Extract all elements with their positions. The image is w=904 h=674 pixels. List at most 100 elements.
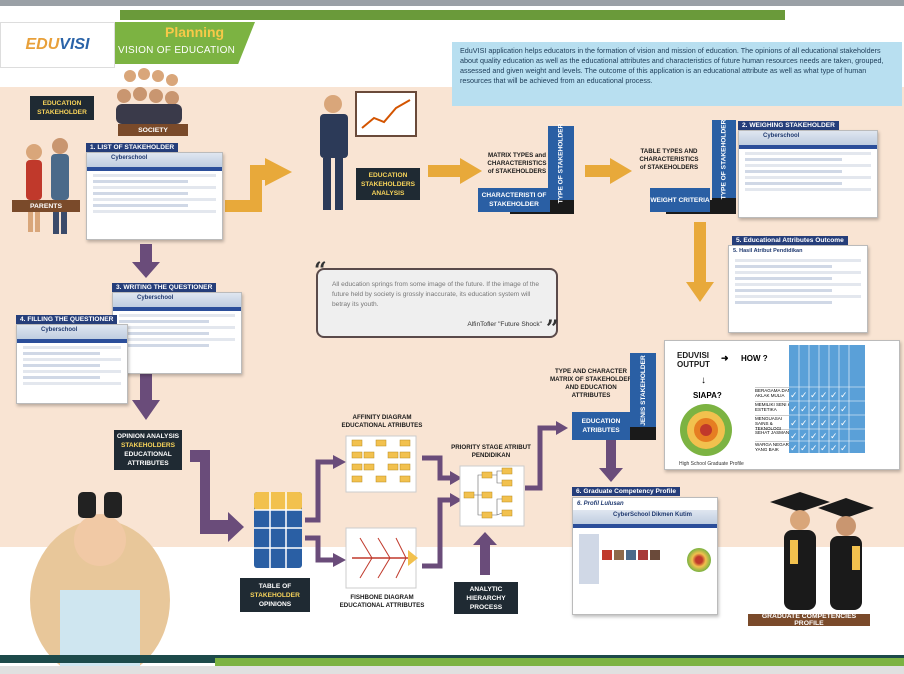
svg-text:✓: ✓ xyxy=(830,391,838,401)
svg-text:✓: ✓ xyxy=(810,405,818,415)
rubric-grid: ✓✓✓✓✓✓ ✓✓✓✓✓✓ ✓✓✓✓✓✓ ✓✓✓✓✓ ✓✓✓✓✓✓ xyxy=(789,345,865,454)
writing-questioner-screenshot: Cyberschool xyxy=(112,292,242,374)
society-label: SOCIETY xyxy=(118,124,188,136)
arrow-orange-down xyxy=(686,222,714,302)
svg-text:✓: ✓ xyxy=(800,405,808,415)
step2-label: 2. WEIGHING STAKEHOLDER xyxy=(738,121,839,130)
eduvisi-output-panel: EDUVISI OUTPUT ➜ HOW ? ↓ SIAPA? BERAGAMA… xyxy=(664,340,900,470)
ahp-label: ANALYTIC HIERARCHY PROCESS xyxy=(454,582,518,614)
society-people-graphic xyxy=(116,68,182,124)
weight-criteria-label: WEIGHT CRITERIA xyxy=(650,188,710,212)
parents-label: PARENTS xyxy=(12,200,80,212)
graduate-profile-screenshot: 6. Profil Lulusan CyberSchool Dikmen Kut… xyxy=(572,497,718,615)
svg-text:✓: ✓ xyxy=(830,444,838,454)
competency-wheel xyxy=(680,404,732,456)
arrow-purple-1 xyxy=(132,244,160,278)
type-stakeholder-vertical-2: TYPE OF STAKEHOLDER xyxy=(712,119,736,199)
graduate-profile-label: GRADUATE COMPETENCIES PROFILE xyxy=(748,613,870,627)
affinity-label: AFFINITY DIAGRAM EDUCATIONAL ATRIBUTES xyxy=(341,414,423,429)
svg-text:✓: ✓ xyxy=(790,405,798,415)
arrow-purple-down xyxy=(599,440,623,482)
arrow-purple-4 xyxy=(305,459,335,523)
step3-label: 3. WRITING THE QUESTIONER xyxy=(112,283,217,292)
intro-text: EduVISI application helps educators in t… xyxy=(452,42,902,106)
svg-text:✓: ✓ xyxy=(820,405,828,415)
svg-text:✓: ✓ xyxy=(800,391,808,401)
education-stakeholder-label: EDUCATION STAKEHOLDER xyxy=(30,96,94,120)
education-attributes-label: EDUCATION ATRIBUTES xyxy=(572,412,630,440)
svg-text:✓: ✓ xyxy=(800,419,808,429)
svg-text:✓: ✓ xyxy=(790,391,798,401)
arrow-right-icon: ➜ xyxy=(721,353,729,363)
svg-text:✓: ✓ xyxy=(810,432,818,442)
opinion-table-graphic xyxy=(254,492,302,568)
esa-label: EDUCATION STAKEHOLDERS ANALYSIS xyxy=(356,168,420,200)
svg-text:✓: ✓ xyxy=(790,432,798,442)
svg-text:✓: ✓ xyxy=(820,432,828,442)
type-stakeholder-vertical-1: TYPE OF STAKEHOLDER xyxy=(548,123,574,203)
top-bar xyxy=(0,0,904,6)
page-subtitle: VISION OF EDUCATION xyxy=(118,45,236,56)
type-char-matrix-text: TYPE AND CHARACTER MATRIX OF STAKEHOLDER… xyxy=(550,368,632,399)
quote-text: All education springs from some image of… xyxy=(332,281,540,308)
bottom-bar-gray xyxy=(0,666,904,674)
svg-text:✓: ✓ xyxy=(810,391,818,401)
matrix-types-text: MATRIX TYPES and CHARACTERISTICS of STAK… xyxy=(487,152,547,175)
filling-questioner-screenshot: Cyberschool xyxy=(16,324,128,404)
step6-label: 6. Graduate Competency Profile xyxy=(572,487,681,496)
girl-binoculars-graphic xyxy=(30,492,170,674)
step5-label: 5. Educational Attributes Outcome xyxy=(732,236,848,245)
priority-label: PRIORITY STAGE ATRIBUT PENDIDIKAN xyxy=(451,444,531,459)
svg-text:✓: ✓ xyxy=(830,419,838,429)
svg-text:✓: ✓ xyxy=(800,444,808,454)
fishbone-label: FISHBONE DIAGRAM EDUCATIONAL ATTRIBUTES xyxy=(339,594,425,609)
arrow-purple-7 xyxy=(422,497,452,569)
arrow-purple-5 xyxy=(305,535,335,563)
svg-text:✓: ✓ xyxy=(840,391,848,401)
svg-text:✓: ✓ xyxy=(790,419,798,429)
planning-tab xyxy=(115,22,255,64)
weighing-screenshot: Cyberschool xyxy=(738,130,878,218)
teacher-graphic xyxy=(320,91,417,210)
parents-graphic xyxy=(26,138,69,234)
arrow-orange-3 xyxy=(585,158,632,184)
arrow-purple-3 xyxy=(190,450,244,542)
characteristic-stakeholder-label: CHARACTERISTI OF STAKEHOLDER xyxy=(478,188,550,212)
stakeholder-list-screenshot: Cyberschool xyxy=(86,152,223,240)
rubric-rows: BERAGAMA DAN AKLAK MULIA MEMILIKI SENI &… xyxy=(755,387,795,453)
svg-text:✓: ✓ xyxy=(820,444,828,454)
quote-author: AlfinTofler "Future Shock" xyxy=(467,321,542,328)
svg-text:✓: ✓ xyxy=(810,419,818,429)
svg-text:✓: ✓ xyxy=(820,419,828,429)
close-quote-icon: ” xyxy=(546,316,559,342)
page-title: Planning xyxy=(165,24,225,40)
siapa-text: SIAPA? xyxy=(693,391,722,400)
svg-text:✓: ✓ xyxy=(820,391,828,401)
opinion-analysis-label: OPINION ANALYSIS STAKEHOLDERS EDUCATIONA… xyxy=(114,430,182,470)
step1-label: 1. LIST OF STAKEHOLDER xyxy=(86,143,179,152)
open-quote-icon: “ xyxy=(314,258,327,284)
how-text: HOW ? xyxy=(741,354,768,363)
attributes-outcome-screenshot: 5. Hasil Atribut Pendidikan xyxy=(728,245,868,333)
top-green-bar xyxy=(120,10,785,20)
arrow-down-icon: ↓ xyxy=(701,375,706,386)
svg-text:✓: ✓ xyxy=(840,405,848,415)
graduates-graphic xyxy=(770,492,874,610)
eduvisi-output-text: EDUVISI OUTPUT xyxy=(677,351,710,369)
shot-brand: Cyberschool xyxy=(87,153,222,167)
arrow-orange-2 xyxy=(428,158,482,184)
svg-text:✓: ✓ xyxy=(830,405,838,415)
jenis-stakeholder-vertical: JENIS STAKEHOLDER xyxy=(630,353,656,427)
svg-text:✓: ✓ xyxy=(840,419,848,429)
bottom-bar-green xyxy=(215,658,904,668)
svg-text:✓: ✓ xyxy=(810,444,818,454)
svg-text:✓: ✓ xyxy=(840,444,848,454)
arrow-purple-8 xyxy=(525,425,558,491)
step4-label: 4. FILLING THE QUESTIONER xyxy=(16,315,118,324)
quote-box: All education springs from some image of… xyxy=(316,268,558,338)
svg-text:✓: ✓ xyxy=(830,432,838,442)
arrow-purple-2 xyxy=(132,374,160,420)
arrow-orange-1 xyxy=(225,158,292,212)
table-opinions-label: TABLE OF STAKEHOLDER OPINIONS xyxy=(240,578,310,612)
